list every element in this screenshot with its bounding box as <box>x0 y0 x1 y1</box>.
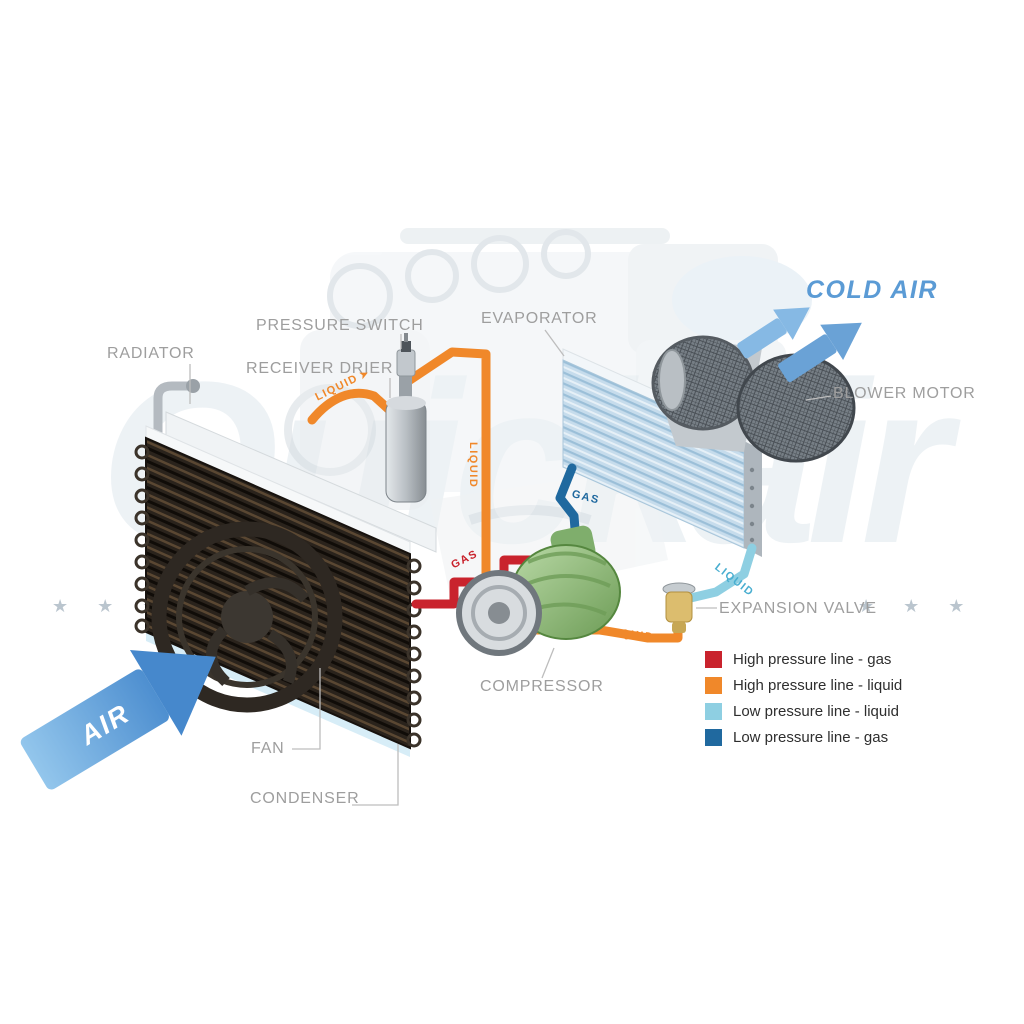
condenser-leader-line <box>352 744 399 806</box>
legend-label-hp-gas: High pressure line - gas <box>733 651 892 668</box>
legend-item-lp-gas: Low pressure line - gas <box>705 729 902 746</box>
legend-swatch-lp-gas <box>705 729 722 746</box>
cold-air-label: COLD AIR <box>806 276 938 304</box>
legend-label-hp-liquid: High pressure line - liquid <box>733 677 903 694</box>
flow-arrow-icon: ➤ <box>656 633 668 646</box>
evaporator-label: EVAPORATOR <box>481 310 598 327</box>
legend-swatch-hp-gas <box>705 651 722 668</box>
legend-label-lp-gas: Low pressure line - gas <box>733 729 889 746</box>
compressor-leader-line <box>541 647 555 679</box>
legend: High pressure line - gas High pressure l… <box>705 651 902 746</box>
blower-motor-graphic <box>651 335 856 463</box>
condenser-tube-loops-left <box>134 444 150 634</box>
receiver-drier-graphic <box>385 333 427 503</box>
legend-item-hp-gas: High pressure line - gas <box>705 651 902 668</box>
watermark-stars-right: ★ ★ ★ <box>858 596 977 616</box>
compressor-graphic <box>456 525 621 656</box>
legend-label-lp-liquid: Low pressure line - liquid <box>733 703 899 720</box>
watermark-stars-left: ★ ★ ★ <box>52 596 171 616</box>
fan-label: FAN <box>251 740 285 757</box>
leader-lines <box>189 329 832 806</box>
legend-item-lp-liquid: Low pressure line - liquid <box>705 703 902 720</box>
compressor-label: COMPRESSOR <box>480 678 604 695</box>
radiator-graphic <box>153 379 437 553</box>
radiator-label: RADIATOR <box>107 345 195 362</box>
blower-motor-leader-line <box>805 395 832 401</box>
condenser-label: CONDENSER <box>250 790 360 807</box>
expansion-valve-graphic <box>662 582 696 633</box>
pressure-switch-label: PRESSURE SWITCH <box>256 317 424 334</box>
fan-graphic <box>151 521 343 713</box>
legend-item-hp-liquid: High pressure line - liquid <box>705 677 902 694</box>
receiver-drier-label: RECEIVER DRIER <box>246 360 394 377</box>
legend-swatch-lp-liquid <box>705 703 722 720</box>
evaporator-leader-line <box>544 329 565 357</box>
condenser-graphic <box>134 425 422 750</box>
blower-motor-label: BLOWER MOTOR <box>833 385 976 402</box>
condenser-tube-loops-right <box>406 558 422 748</box>
air-arrow-icon: AIR <box>20 650 216 790</box>
flow-label-text: LIQUID <box>467 442 479 489</box>
low-pressure-liquid-line <box>677 543 757 605</box>
liquid-down-flow-label: LIQUID <box>467 442 479 488</box>
pressure-switch-graphic <box>396 333 416 377</box>
evaporator-tube-sheet-dots <box>749 467 755 543</box>
legend-swatch-hp-liquid <box>705 677 722 694</box>
cold-air-arrows-icon <box>737 307 862 383</box>
high-pressure-liquid-line-inlet <box>307 388 401 425</box>
fan-leader-line <box>292 668 321 750</box>
expansion-valve-label: EXPANSION VALVE <box>719 600 877 617</box>
